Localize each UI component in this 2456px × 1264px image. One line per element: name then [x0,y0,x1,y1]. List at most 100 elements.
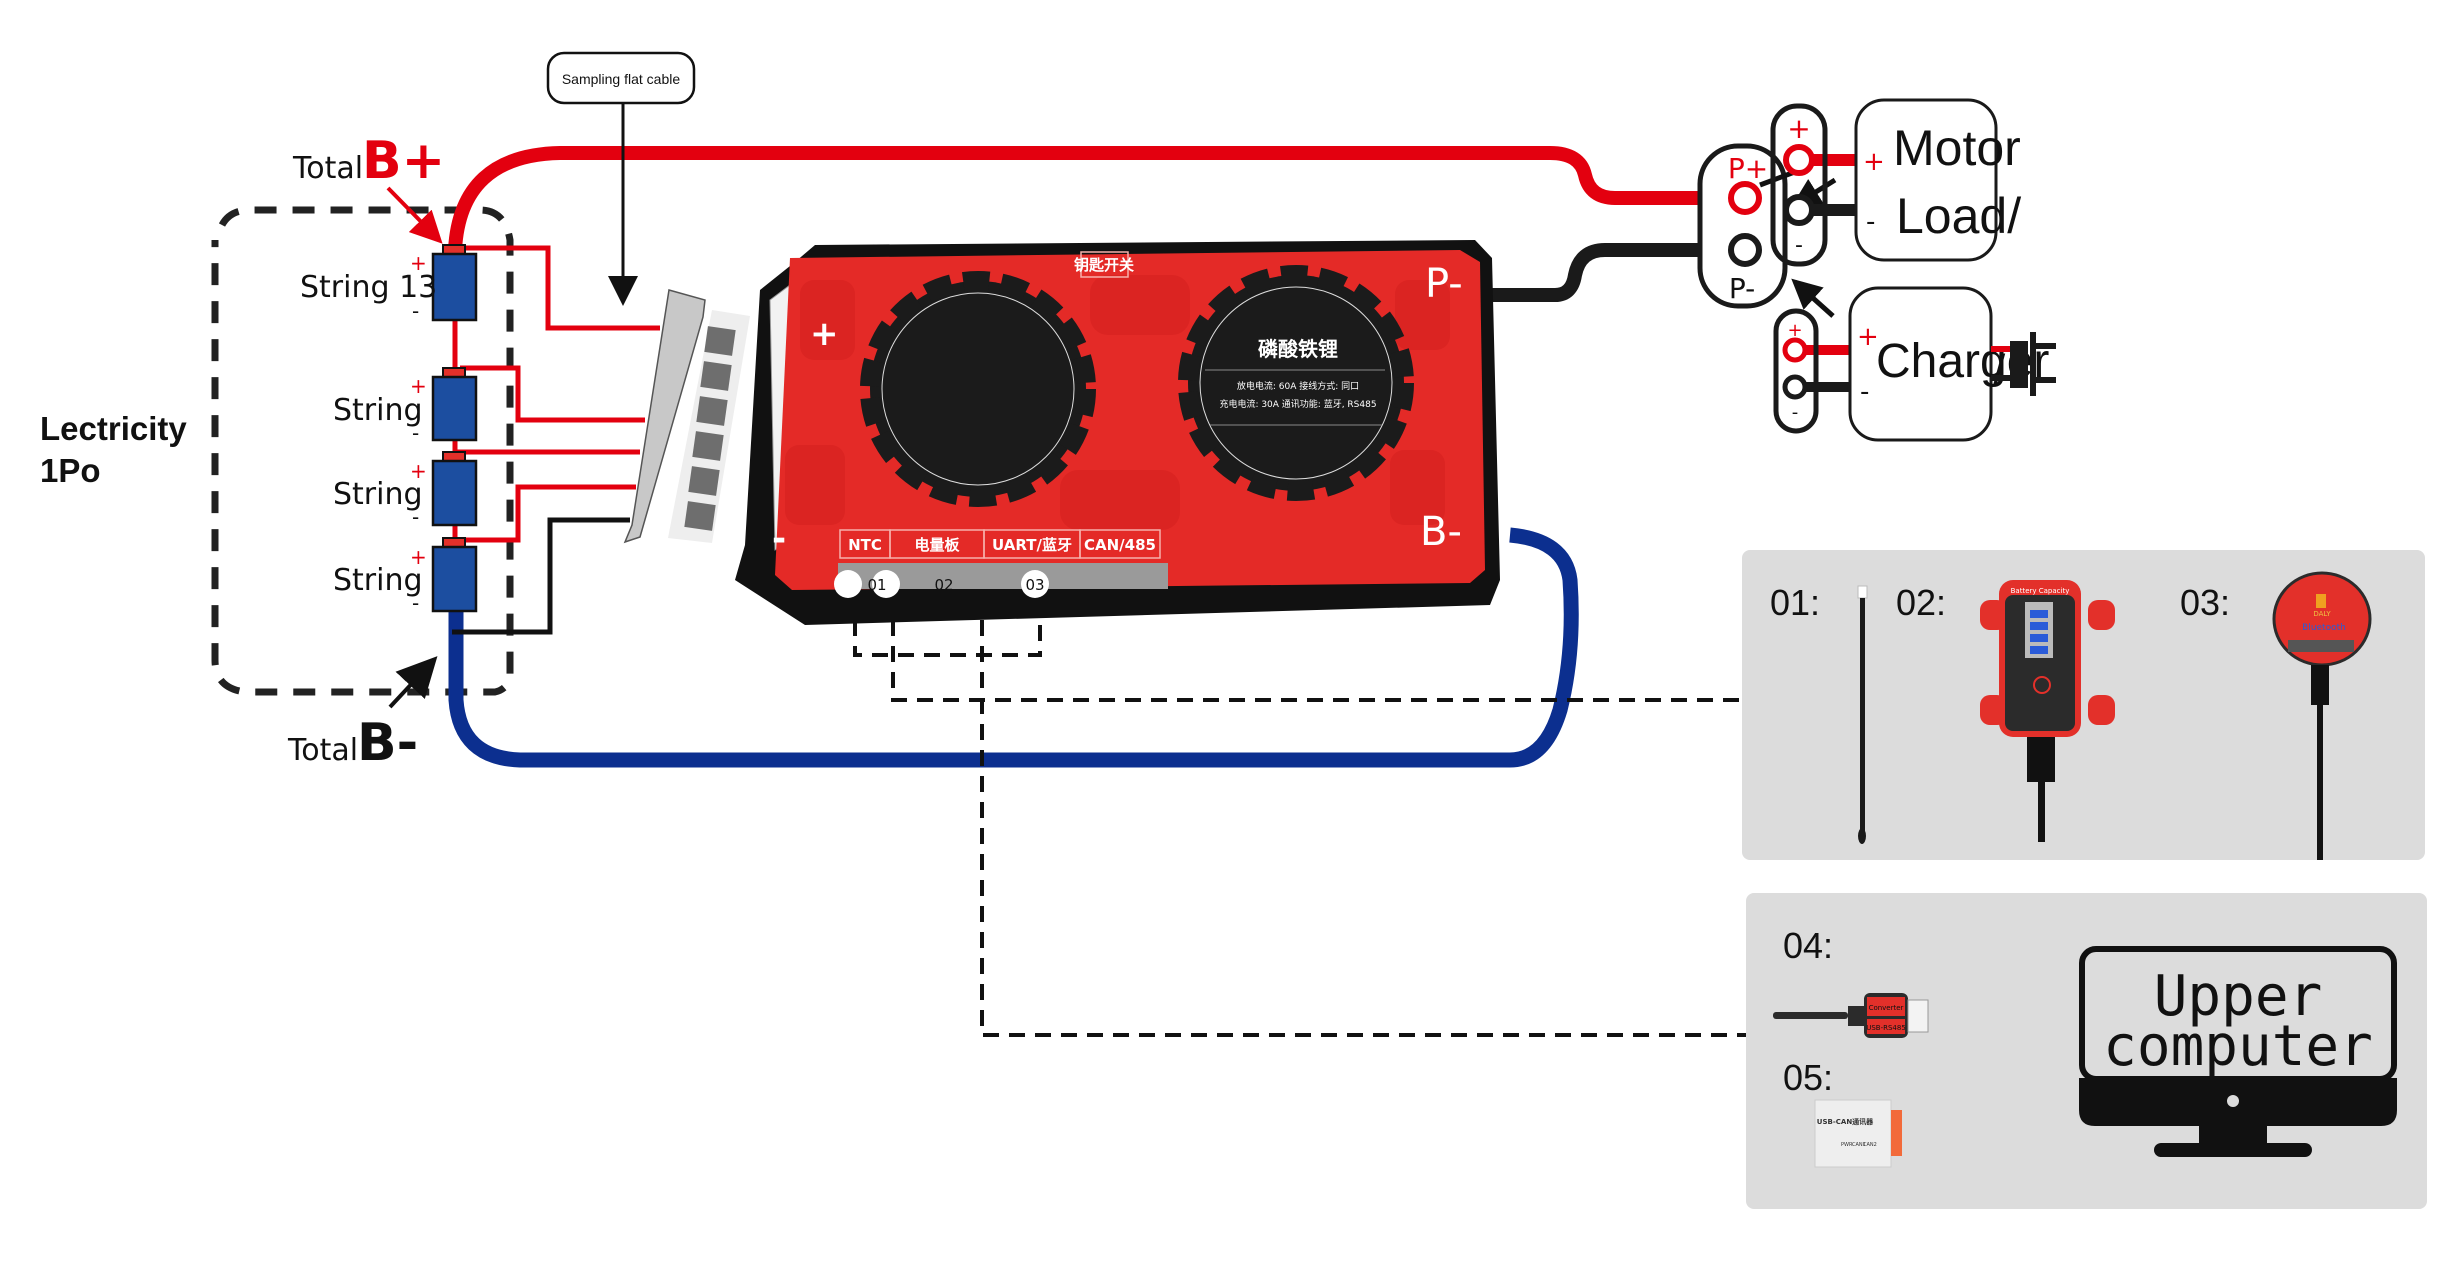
accessory-number: 05: [1783,1057,1833,1098]
charger-to-p-arrow-icon [1791,278,1835,318]
bluetooth-brand: DALY [2313,610,2331,618]
fan-left-icon [860,271,1096,507]
cell-label: String [333,563,423,598]
fan-spec-line1: 放电电流: 60A 接线方式: 同口 [1237,380,1359,392]
charger-connector-plus: + [1787,320,1802,341]
upper-computer-icon [2079,946,2397,1157]
ntc-probe-icon [1857,585,1868,844]
converter-text-2: USB-RS485 [1866,1024,1906,1032]
bminus-arrow-icon [388,656,438,709]
motor-plus-terminal [1783,144,1815,176]
usb-can-adapter-icon: USB-CAN通讯器 PWR CAN1 CAN2 [1814,1099,1902,1168]
port-number: 01 [867,576,886,594]
port-label-strip [839,529,1161,559]
pack-title-line2: 1Po [40,452,101,489]
cell-string-3 [431,451,478,527]
bluetooth-device-text: Bluetooth [2302,623,2346,633]
accessory-number: 01: [1770,582,1820,623]
cell-minus: - [412,591,419,615]
total-bplus-prefix: Total [292,151,363,186]
sampling-wire-2 [460,365,645,423]
accessories-panel-1 [1742,550,2425,860]
sampling-wire-5 [452,517,630,635]
port-display: 电量板 [914,536,960,554]
charger-connector-minus: - [1792,402,1799,423]
board-plus-label: + [810,314,839,354]
usb-can-led: CAN2 [1863,1142,1877,1148]
usb-can-led: PWR [1841,1142,1853,1148]
charger-slash: / [1993,346,2006,395]
motor-minus-terminal [1783,194,1815,226]
fan-title: 磷酸铁锂 [1258,337,1338,361]
port-number-badge [872,570,900,598]
usb-rs485-converter-icon: Converter USB-RS485 [1773,993,1929,1038]
battery-capacity-display-icon: Battery Capacity [1980,580,2115,842]
cell-label: String [333,477,423,512]
fan-spec-line2: 充电电流: 30A 通讯功能: 蓝牙, RS485 [1219,398,1376,410]
total-bplus-wire [448,146,1745,251]
cell-plus: + [410,545,427,569]
power-plug-icon [1991,332,2056,396]
total-bminus-prefix: Total [287,733,358,768]
cell-minus: - [412,505,419,529]
motor-plus-sign: + [1863,147,1885,177]
upper-computer-line1: Upper [2154,964,2323,1029]
cell-string-4 [431,537,478,613]
motor-load-box [1854,98,1998,262]
upper-computer-line2: computer [2103,1014,2373,1079]
pminus-label: P- [1729,272,1755,305]
cell-plus: + [410,459,427,483]
port-uart-bt: UART/蓝牙 [992,536,1072,554]
motor-connector [1770,103,1828,267]
charger-plus-terminal [1782,337,1808,363]
cell-label: String 13 [300,270,437,305]
key-switch-badge [1080,251,1129,278]
pminus-wire [1480,243,1745,302]
port-ntc: NTC [848,536,882,554]
battery-pack-outline [211,206,514,696]
port-number: 03 [1025,576,1044,594]
port-number-badge [834,570,862,598]
pplus-terminal [1728,181,1762,215]
cell-plus: + [410,374,427,398]
motor-label: Motor [1893,120,2021,176]
usb-can-led: CAN1 [1852,1142,1866,1148]
cell-label: String [333,393,423,428]
motor-minus-sign: - [1866,207,1875,237]
motor-connector-plus: + [1787,112,1810,145]
fan-right-icon [1178,265,1414,501]
total-bminus-wire [448,527,1579,768]
pplus-label: P+ [1728,152,1768,185]
cell-minus: - [412,421,419,445]
accessory-number: 04: [1783,925,1833,966]
accessory-number: 02: [1896,582,1946,623]
charger-minus-terminal [1782,374,1808,400]
display-device-text: Battery Capacity [2011,587,2070,595]
cell-plus: + [410,251,427,275]
charger-plus-sign: + [1857,322,1879,352]
sampling-cable-callout [546,51,696,105]
key-switch-label: 钥匙开关 [1074,256,1134,274]
cell-string-2 [431,367,478,442]
sampling-connector [623,289,750,544]
board-bminus-label: B- [1420,509,1462,555]
sampling-wire-4 [455,484,636,543]
port-can-485: CAN/485 [1084,536,1156,554]
port-leader-lines [853,620,1755,1037]
sampling-cable-label: Sampling flat cable [562,71,681,87]
bluetooth-module-icon: DALY Bluetooth [2272,571,2372,860]
port-number-badge [1021,570,1049,598]
total-bplus-label: B+ [362,131,445,191]
usb-can-text: USB-CAN通讯器 [1817,1117,1874,1126]
accessory-number: 03: [2180,582,2230,623]
board-pminus-label: P- [1425,261,1463,307]
sampling-wire-1 [460,245,660,331]
charger-minus-sign: - [1860,377,1869,407]
converter-text-1: Converter [1869,1004,1904,1012]
pminus-terminal [1728,233,1762,267]
motor-connector-minus: - [1795,233,1803,258]
cell-minus: - [412,299,419,323]
total-bminus-label: B- [357,713,418,773]
cell-string-13 [431,244,478,322]
